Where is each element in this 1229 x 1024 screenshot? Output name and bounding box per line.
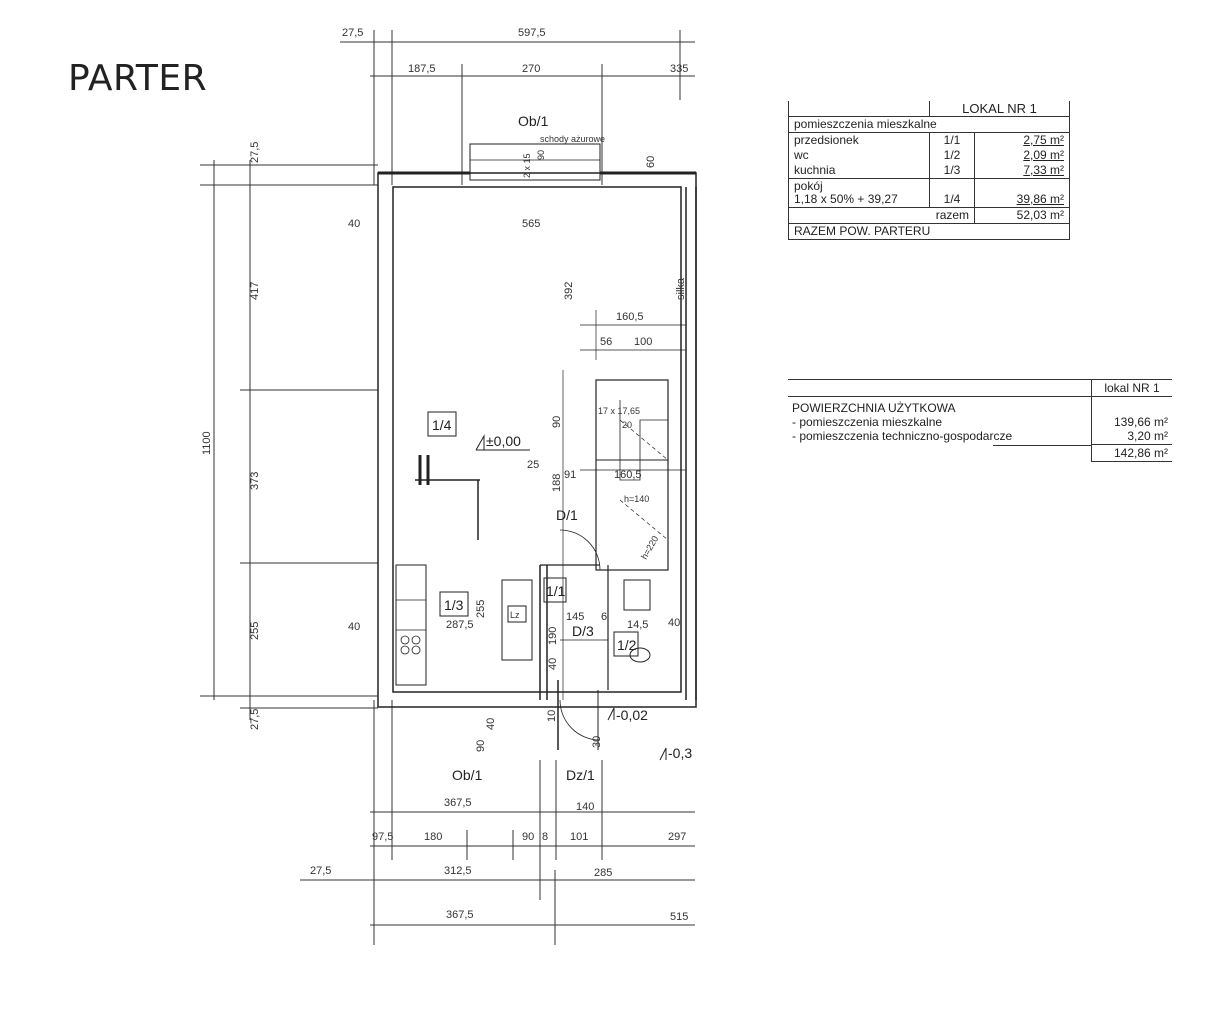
dim-100: 100 (634, 336, 652, 348)
dim-bottom-140: 140 (576, 801, 594, 813)
dim-40-a: 40 (348, 218, 360, 230)
stairs-dim: 17 x 17,65 (598, 406, 640, 416)
dim-40-e: 40 (485, 718, 497, 730)
sum-label: razem (787, 207, 975, 224)
dim-90-c: 90 (536, 150, 546, 160)
level-minus-0-02: -0,02 (616, 707, 648, 723)
dim-40-b: 40 (348, 621, 360, 633)
floor-plan: 27,5 597,5 187,5 270 335 1100 27,5 417 3… (200, 27, 697, 945)
dim-bottom-367-5-a: 367,5 (444, 797, 472, 809)
dim-60: 60 (645, 156, 657, 168)
level-minus-0-3: -0,3 (668, 745, 692, 761)
dim-bottom-97-5: 97,5 (372, 831, 393, 843)
section-label: pomieszczenia mieszkalne (788, 116, 1070, 133)
label-fridge: Lz (510, 610, 520, 620)
dim-top-335: 335 (670, 63, 688, 75)
dim-30: 30 (591, 736, 603, 748)
usable-area-table: lokal NR 1 POWIERZCHNIA UŻYTKOWA- pomies… (788, 379, 1172, 462)
dim-14-5: 14,5 (627, 619, 648, 631)
dim-190: 190 (547, 627, 559, 645)
dim-top-187-5: 187,5 (408, 63, 436, 75)
stairs-h140: h=140 (624, 494, 649, 504)
dim-left-27-5-bottom: 27,5 (249, 709, 261, 730)
dim-6: 6 (601, 611, 607, 623)
lokal-area-table: LOKAL NR 1 pomieszczenia mieszkalne prze… (787, 101, 1070, 240)
dim-left-373: 373 (249, 472, 261, 490)
dim-90-b: 90 (475, 740, 487, 752)
lokal-header-2: lokal NR 1 (1091, 379, 1172, 397)
dim-2x15: 2 x 15 (522, 153, 532, 178)
stairs-count: 20 (622, 420, 632, 430)
dim-565: 565 (522, 218, 540, 230)
dim-left-255: 255 (249, 622, 261, 640)
dim-left-417: 417 (249, 282, 261, 300)
dim-392: 392 (563, 282, 575, 300)
footer-label: RAZEM POW. PARTERU (788, 223, 1070, 240)
label-d1: D/1 (556, 507, 578, 523)
label-ob1-bottom: Ob/1 (452, 767, 483, 783)
dim-bottom-180: 180 (424, 831, 442, 843)
room-1-1: 1/1 (546, 583, 566, 599)
dim-160-5: 160,5 (616, 311, 644, 323)
dim-bottom-367-5-b: 367,5 (446, 909, 474, 921)
dim-90: 90 (551, 416, 563, 428)
dim-bottom-297: 297 (668, 831, 686, 843)
dim-91: 91 (564, 469, 576, 481)
dim-255-kitchen: 255 (475, 600, 487, 618)
page-title: PARTER (68, 58, 208, 99)
lokal-header: LOKAL NR 1 (929, 101, 1070, 117)
dim-left-27-5-top: 27,5 (249, 142, 261, 163)
dim-bottom-27-5: 27,5 (310, 865, 331, 877)
dim-bottom-90: 90 (522, 831, 534, 843)
dim-left-1100: 1100 (201, 431, 213, 455)
room-1-3: 1/3 (444, 597, 464, 613)
dim-10: 10 (546, 710, 558, 722)
dim-145: 145 (566, 611, 584, 623)
usable-area-title: POWIERZCHNIA UŻYTKOWA (792, 401, 956, 415)
dim-bottom-312-5: 312,5 (444, 865, 472, 877)
wall-silka-label: silka (675, 277, 687, 300)
room-1-2: 1/2 (617, 637, 637, 653)
dim-top-270: 270 (522, 63, 540, 75)
dim-40-d: 40 (547, 658, 559, 670)
label-dz1: Dz/1 (566, 767, 595, 783)
label-ob1-top: Ob/1 (518, 113, 549, 129)
dim-bottom-8: 8 (542, 831, 548, 843)
table-row: kuchnia 1/3 7,33 m² (788, 163, 1070, 179)
table-row: przedsionek 1/1 2,75 m² (788, 132, 1070, 148)
dim-bottom-515: 515 (670, 911, 688, 923)
dim-25: 25 (527, 459, 539, 471)
dim-287-5: 287,5 (446, 619, 474, 631)
dim-bottom-101: 101 (570, 831, 588, 843)
dim-top-597-5: 597,5 (518, 27, 546, 39)
dim-160-5-b: 160,5 (614, 469, 642, 481)
stairs-h220: h=220 (639, 534, 660, 561)
dim-bottom-285: 285 (594, 867, 612, 879)
dim-56: 56 (600, 336, 612, 348)
label-d3: D/3 (572, 623, 594, 639)
table-row: wc 1/2 2,09 m² (788, 148, 1070, 163)
usable-area-total: 142,86 m² (1091, 443, 1172, 462)
dim-188: 188 (551, 474, 563, 492)
room-1-4: 1/4 (432, 417, 452, 433)
level-0-00: ±0,00 (486, 433, 521, 449)
dim-40-c: 40 (668, 617, 680, 629)
schody-label: schody ażurowe (540, 134, 605, 144)
sum-value: 52,03 m² (974, 207, 1070, 224)
dim-top-27-5: 27,5 (342, 27, 363, 39)
